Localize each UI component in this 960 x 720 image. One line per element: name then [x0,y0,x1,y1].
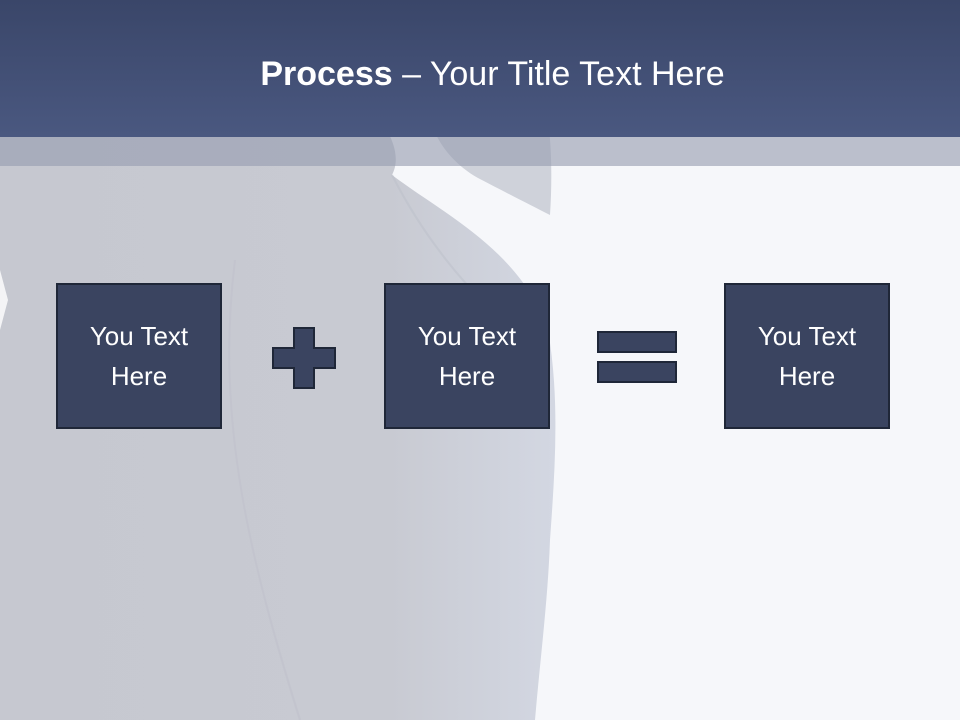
plus-icon [272,327,336,389]
title-rest: – Your Title Text Here [392,55,725,93]
text-box-2[interactable]: You Text Here [384,283,550,429]
text-box-1[interactable]: You Text Here [56,283,222,429]
text-box-3-label: You Text Here [757,321,857,391]
text-box-2-label: You Text Here [417,321,517,391]
text-box-3[interactable]: You Text Here [724,283,890,429]
title-bold-part: Process [260,55,393,93]
equals-icon [597,331,677,383]
header-bar [0,0,960,137]
header-sub-band [0,137,960,166]
text-box-1-label: You Text Here [89,321,189,391]
slide-title: Process – Your Title Text Here [0,52,960,96]
